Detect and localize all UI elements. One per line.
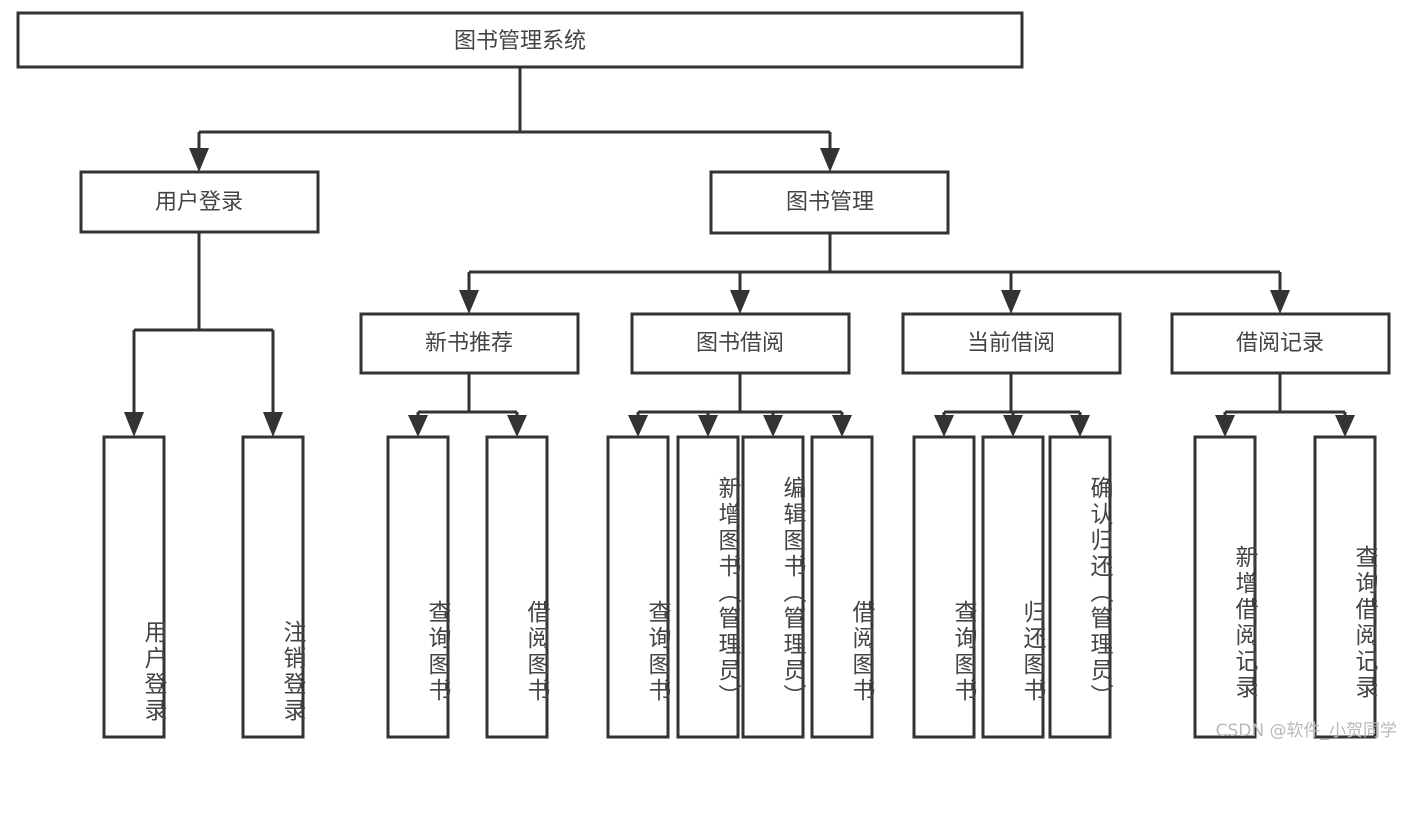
- arrow-leaf-return-book: [1003, 415, 1023, 437]
- node-new-book-recommend[interactable]: 新书推荐: [359, 312, 580, 375]
- arrow-book-management: [820, 148, 840, 172]
- arrow-leaf-query-book-1: [408, 415, 428, 437]
- arrow-current-borrow: [1001, 290, 1021, 314]
- arrow-leaf-add-book: [698, 415, 718, 437]
- node-root[interactable]: 图书管理系统: [16, 11, 1024, 69]
- node-current-borrow-label: 当前借阅: [967, 331, 1055, 356]
- leaf-box-query-book-2[interactable]: [606, 435, 670, 739]
- tree-diagram-svg: 图书管理系统 用户登录 图书管理 新书推荐 图书借阅 当前借阅 借阅记录: [16, 11, 1391, 739]
- leaf-box-add-record[interactable]: [1193, 435, 1257, 739]
- leaf-box-add-book[interactable]: [676, 435, 740, 739]
- arrow-leaf-query-book-3: [934, 415, 954, 437]
- node-book-borrow-box[interactable]: [630, 312, 851, 375]
- leaf-box-borrow-book-1[interactable]: [485, 435, 549, 739]
- leaf-box-borrow-book-2[interactable]: [810, 435, 874, 739]
- node-user-login-box[interactable]: [79, 170, 320, 234]
- connectors-group: [124, 67, 1355, 437]
- arrow-new-book-recommend: [459, 290, 479, 314]
- node-current-borrow-box[interactable]: [901, 312, 1122, 375]
- node-user-login-label: 用户登录: [155, 190, 243, 215]
- arrow-leaf-borrow-book-2: [832, 415, 852, 437]
- node-book-management-box[interactable]: [709, 170, 950, 235]
- leaf-boxes-group: [102, 435, 1377, 739]
- arrow-leaf-edit-book: [763, 415, 783, 437]
- node-current-borrow[interactable]: 当前借阅: [901, 312, 1122, 375]
- leaf-box-edit-book[interactable]: [741, 435, 805, 739]
- node-user-login[interactable]: 用户登录: [79, 170, 320, 234]
- diagram-canvas: 图书管理系统 用户登录 图书管理 新书推荐 图书借阅 当前借阅 借阅记录: [16, 11, 1397, 741]
- node-book-management-label: 图书管理: [786, 190, 874, 215]
- arrow-leaf-query-book-2: [628, 415, 648, 437]
- leaf-box-logout-login[interactable]: [241, 435, 305, 739]
- node-root-box[interactable]: [16, 11, 1024, 69]
- leaf-box-query-record[interactable]: [1313, 435, 1377, 739]
- arrow-leaf-add-record: [1215, 415, 1235, 437]
- arrow-leaf-query-record: [1335, 415, 1355, 437]
- leaf-box-return-book[interactable]: [981, 435, 1045, 739]
- csdn-watermark: CSDN @软件_小贺同学: [1215, 721, 1397, 741]
- leaf-box-confirm-return[interactable]: [1048, 435, 1112, 739]
- node-root-label: 图书管理系统: [454, 29, 586, 54]
- leaf-box-query-book-3[interactable]: [912, 435, 976, 739]
- leaf-box-query-book-1[interactable]: [386, 435, 450, 739]
- arrow-leaf-user-login: [124, 412, 144, 437]
- node-new-book-recommend-label: 新书推荐: [425, 331, 513, 356]
- node-borrow-record-label: 借阅记录: [1236, 331, 1324, 356]
- arrow-book-borrow: [730, 290, 750, 314]
- node-new-book-recommend-box[interactable]: [359, 312, 580, 375]
- arrow-user-login: [189, 148, 209, 172]
- leaf-box-user-login[interactable]: [102, 435, 166, 739]
- arrow-leaf-borrow-book-1: [507, 415, 527, 437]
- node-borrow-record-box[interactable]: [1170, 312, 1391, 375]
- arrow-leaf-confirm-return: [1070, 415, 1090, 437]
- node-borrow-record[interactable]: 借阅记录: [1170, 312, 1391, 375]
- node-book-borrow-label: 图书借阅: [696, 331, 784, 356]
- node-book-management[interactable]: 图书管理: [709, 170, 950, 235]
- arrow-leaf-logout-login: [263, 412, 283, 437]
- node-book-borrow[interactable]: 图书借阅: [630, 312, 851, 375]
- arrow-borrow-record: [1270, 290, 1290, 314]
